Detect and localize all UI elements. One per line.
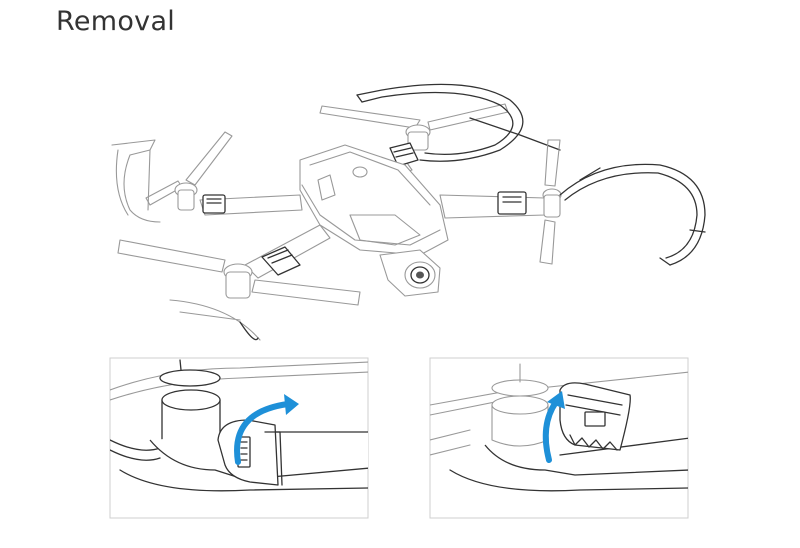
drone-illustration	[111, 83, 706, 341]
detail-panel-left	[109, 357, 369, 519]
front-right-guard-clip	[497, 191, 527, 215]
front-left-propeller-guard	[169, 299, 261, 341]
front-left-propeller	[117, 239, 361, 306]
rear-right-propeller	[319, 103, 509, 151]
drone-body	[299, 144, 449, 256]
front-right-arm	[439, 194, 546, 219]
rear-left-propeller	[145, 131, 233, 211]
lift-arrow-icon	[542, 399, 559, 463]
front-right-propeller	[539, 139, 562, 265]
page-title: Removal	[56, 6, 176, 37]
rear-right-propeller-guard	[356, 83, 561, 162]
rear-left-guard-clip	[202, 194, 226, 214]
rotate-arrow-icon	[234, 401, 291, 465]
rear-left-propeller-guard	[111, 139, 161, 223]
detail-panel-right	[429, 357, 689, 519]
gimbal-camera	[379, 249, 441, 297]
front-left-guard-clip	[261, 246, 301, 276]
front-right-propeller-guard	[559, 163, 706, 266]
front-left-arm	[244, 224, 331, 279]
